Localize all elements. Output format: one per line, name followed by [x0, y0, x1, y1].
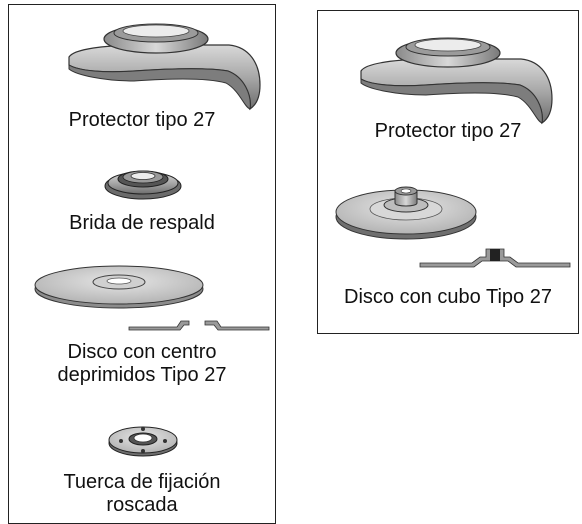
guard-label: Protector tipo 27	[374, 120, 522, 142]
guard-label: Protector tipo 27	[68, 109, 216, 131]
left-accessory-panel: Protector tipo 27 Brida de respald Disco…	[8, 4, 276, 524]
hubbed-wheel-illustration	[335, 186, 477, 240]
hubbed-wheel-label: Disco con cubo Tipo 27	[344, 286, 552, 308]
backing-flange-label: Brida de respald	[69, 212, 215, 234]
depressed-wheel-profile-illustration	[128, 320, 270, 331]
depressed-center-wheel-illustration	[34, 265, 204, 309]
hubbed-wheel-profile-illustration	[419, 248, 571, 268]
type-27-guard-illustration	[360, 37, 553, 125]
type-27-guard-illustration	[68, 23, 261, 111]
threaded-lock-nut-label: Tuerca de fijación roscada	[63, 471, 221, 516]
right-accessory-panel: Protector tipo 27 Disco con cubo Tipo 27	[317, 10, 579, 334]
backing-flange-illustration	[104, 170, 182, 200]
depressed-center-wheel-label: Disco con centro deprimidos Tipo 27	[57, 341, 227, 386]
threaded-lock-nut-illustration	[108, 426, 178, 457]
